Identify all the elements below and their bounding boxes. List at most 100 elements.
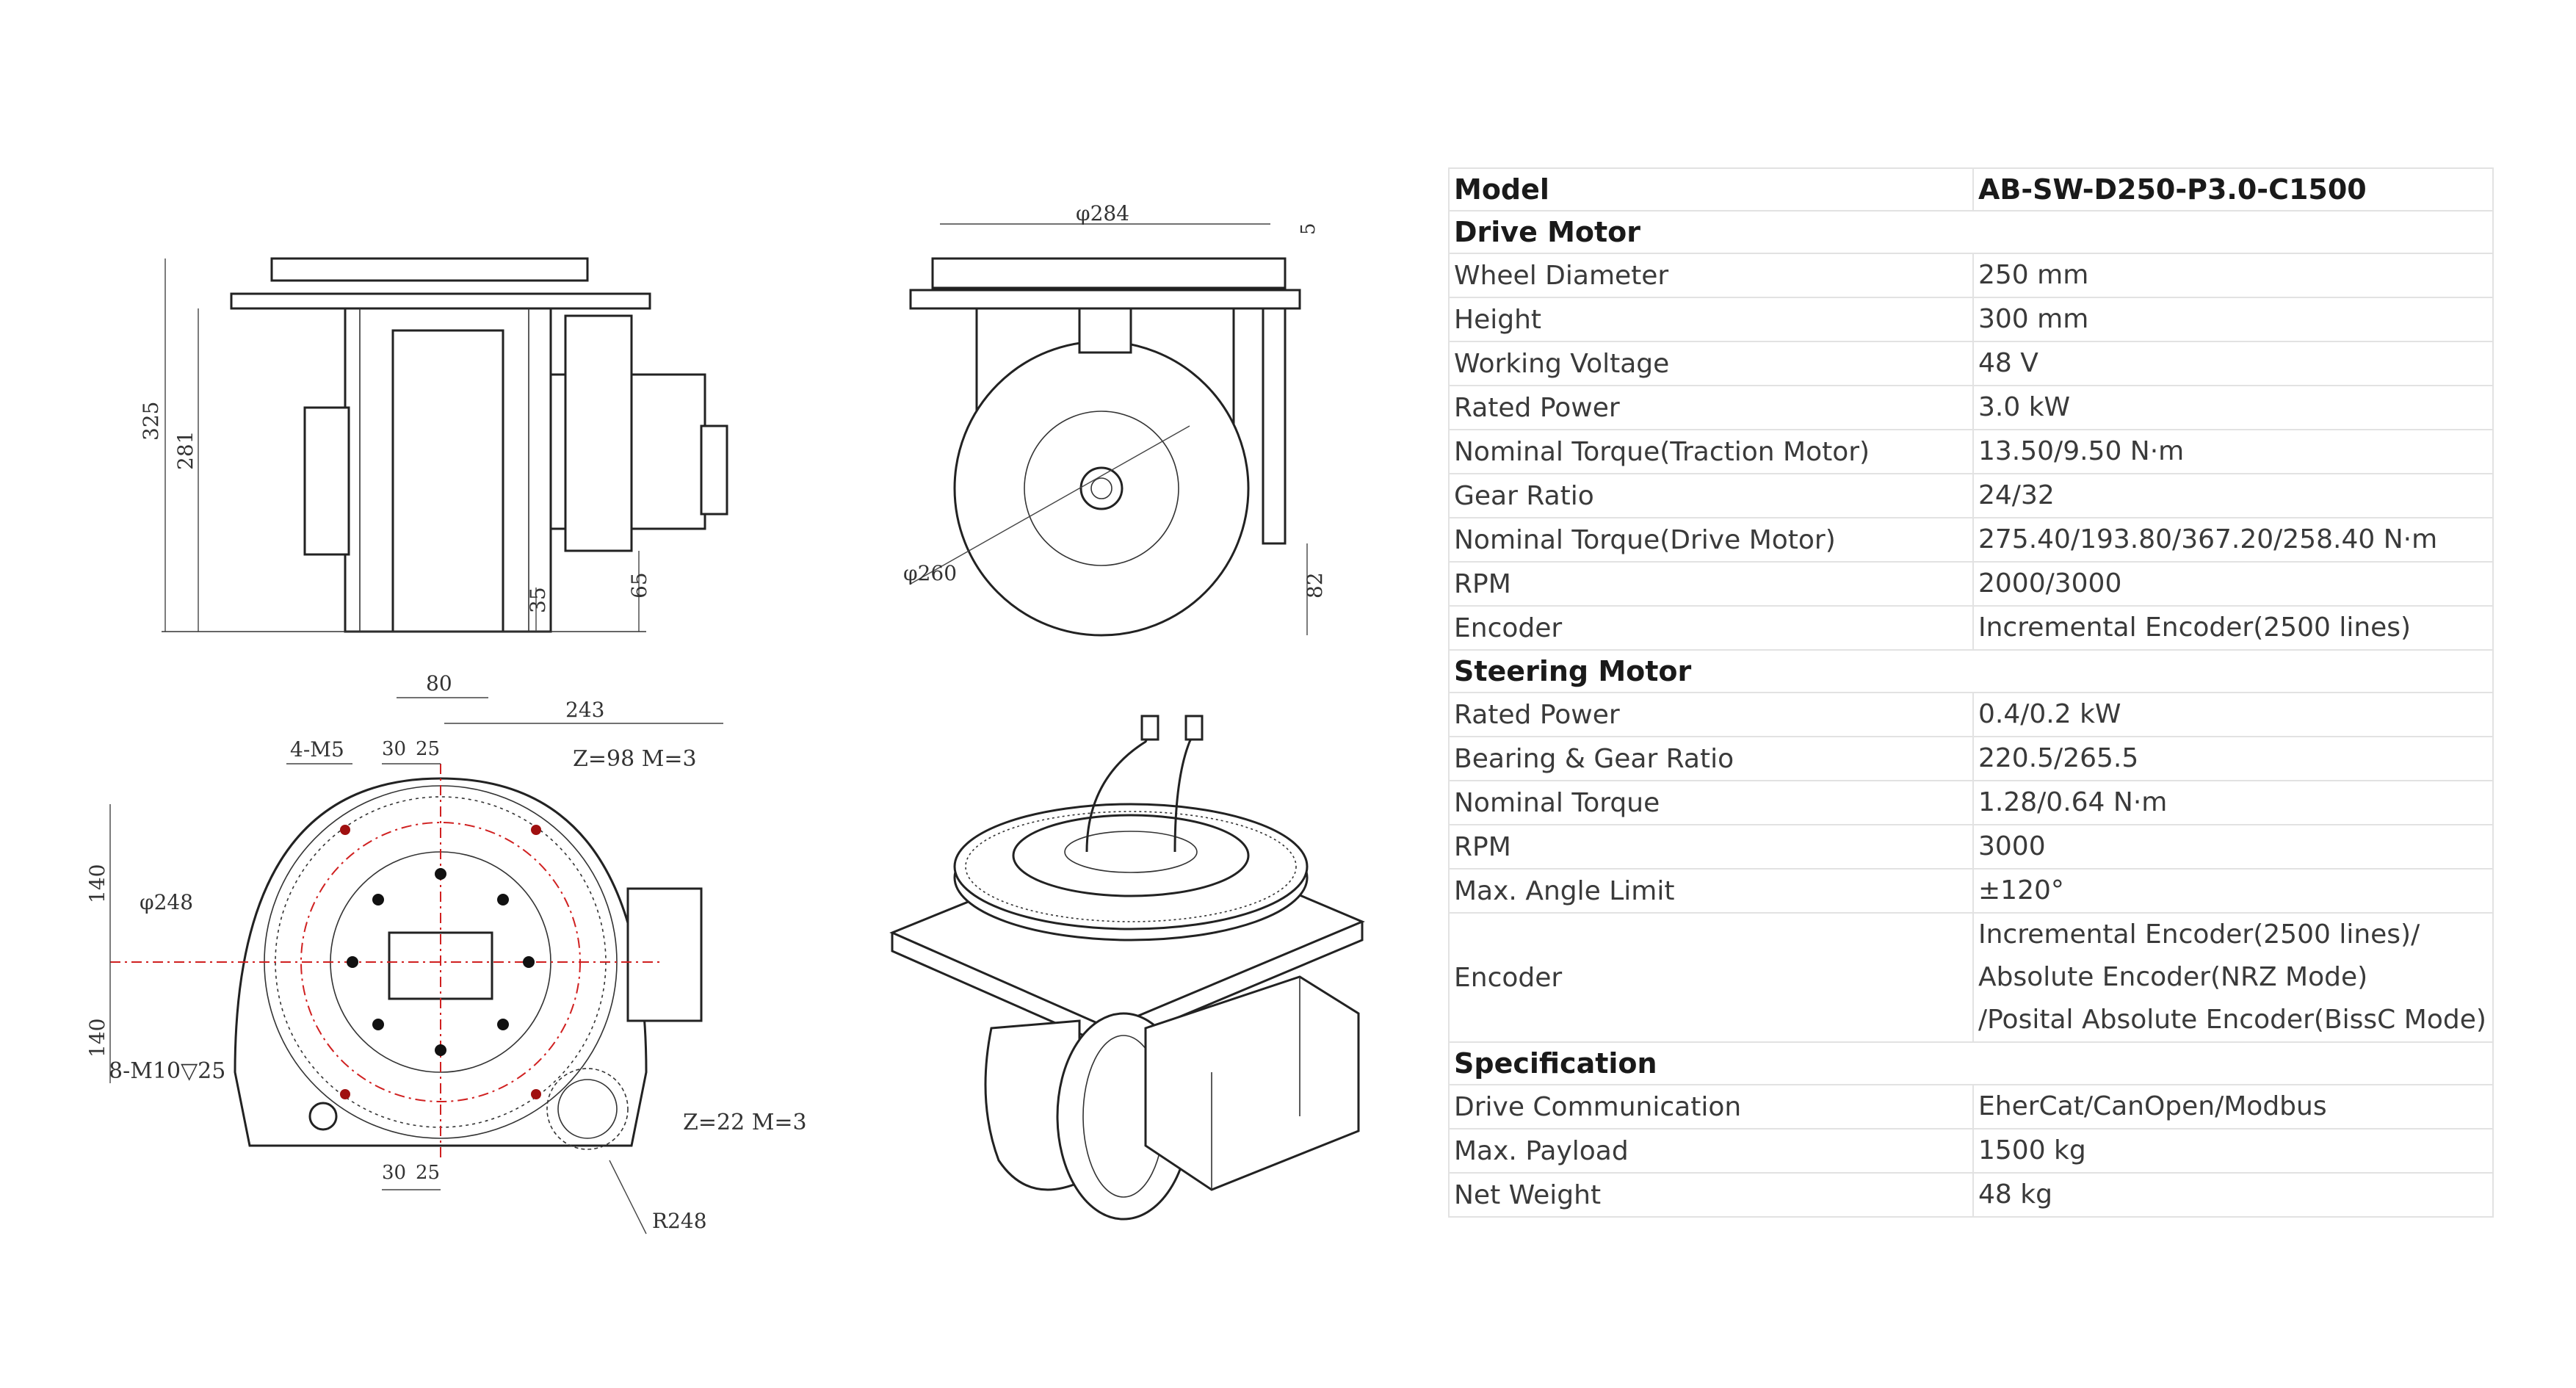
top-radius-label: R248 xyxy=(652,1209,707,1233)
spec-value: 275.40/193.80/367.20/258.40 N·m xyxy=(1972,517,2494,563)
spec-value: 300 mm xyxy=(1972,297,2494,342)
spec-value: 1.28/0.64 N·m xyxy=(1972,780,2494,825)
model-label: Model xyxy=(1448,167,1974,212)
spec-value: 24/32 xyxy=(1972,473,2494,518)
model-value: AB-SW-D250-P3.0-C1500 xyxy=(1972,167,2494,212)
side-dim-35-label: 35 xyxy=(526,587,550,613)
top-diameter-label: φ248 xyxy=(140,890,193,914)
spec-value-line: 1500 kg xyxy=(1978,1135,2086,1165)
section-title: Drive Motor xyxy=(1448,210,2494,254)
spec-value-line: Incremental Encoder(2500 lines) xyxy=(1978,612,2412,643)
spec-label: Nominal Torque(Traction Motor) xyxy=(1448,429,1974,474)
spec-label: Working Voltage xyxy=(1448,341,1974,386)
spec-value: 0.4/0.2 kW xyxy=(1972,692,2494,737)
top-dim-140-b-label: 140 xyxy=(85,1019,109,1058)
spec-row: Nominal Torque(Drive Motor)275.40/193.80… xyxy=(1448,517,2494,563)
spec-value: 250 mm xyxy=(1972,253,2494,298)
section-title: Specification xyxy=(1448,1041,2494,1085)
side-view-drawing: 325 281 35 65 80 243 xyxy=(139,257,728,724)
section-header-drive-motor: Drive Motor xyxy=(1448,210,2494,254)
spec-label: Encoder xyxy=(1448,605,1974,651)
spec-value-line: 1.28/0.64 N·m xyxy=(1978,787,2168,817)
section-title: Steering Motor xyxy=(1448,649,2494,693)
top-holes-m10-label: 8-M10▽25 xyxy=(109,1058,225,1084)
spec-label: Max. Angle Limit xyxy=(1448,868,1974,914)
spec-value-line: 275.40/193.80/367.20/258.40 N·m xyxy=(1978,524,2438,554)
spec-value-line: 3000 xyxy=(1978,831,2046,861)
spec-label: Encoder xyxy=(1448,912,1974,1043)
spec-value-line: 24/32 xyxy=(1978,480,2055,510)
top-dim-30-b-label: 30 xyxy=(382,1162,406,1184)
front-dim-5-label: 5 xyxy=(1298,223,1320,235)
spec-label: Wheel Diameter xyxy=(1448,253,1974,298)
spec-value-line: /Posital Absolute Encoder(BissC Mode) xyxy=(1978,1005,2486,1035)
spec-value: EherCat/CanOpen/Modbus xyxy=(1972,1084,2494,1129)
spec-value-line: Incremental Encoder(2500 lines)/ xyxy=(1978,919,2420,950)
technical-drawings: 325 281 35 65 80 243 φ284 5 φ260 82 xyxy=(85,201,1365,1235)
spec-label: Gear Ratio xyxy=(1448,473,1974,518)
front-dim-82-label: 82 xyxy=(1303,572,1327,599)
front-diameter-top-label: φ284 xyxy=(1076,201,1129,225)
spec-value-line: ±120° xyxy=(1978,875,2064,906)
spec-label: RPM xyxy=(1448,824,1974,870)
spec-value: ±120° xyxy=(1972,868,2494,914)
spec-value-line: Absolute Encoder(NRZ Mode) xyxy=(1978,962,2368,992)
spec-value: 220.5/265.5 xyxy=(1972,736,2494,781)
spec-value-line: 3.0 kW xyxy=(1978,392,2071,422)
top-gear-small-label: Z=22 M=3 xyxy=(683,1110,807,1135)
top-view-drawing: 4-M5 30 25 Z=98 M=3 140 140 φ248 8-M10▽2… xyxy=(85,737,807,1235)
spec-value: Incremental Encoder(2500 lines) xyxy=(1972,605,2494,651)
spec-value-line: 48 V xyxy=(1978,348,2038,378)
spec-value-line: 0.4/0.2 kW xyxy=(1978,699,2121,729)
top-holes-label: 4-M5 xyxy=(290,737,344,762)
spec-value: 48 kg xyxy=(1972,1172,2494,1218)
side-width-243-label: 243 xyxy=(565,698,604,722)
spec-value-line: 250 mm xyxy=(1978,260,2089,290)
spec-label: Bearing & Gear Ratio xyxy=(1448,736,1974,781)
spec-label: Net Weight xyxy=(1448,1172,1974,1218)
model-row: Model AB-SW-D250-P3.0-C1500 xyxy=(1448,167,2494,212)
front-view-drawing: φ284 5 φ260 82 xyxy=(903,201,1327,637)
spec-label: Max. Payload xyxy=(1448,1128,1974,1174)
spec-value: 48 V xyxy=(1972,341,2494,386)
spec-value-line: 2000/3000 xyxy=(1978,568,2122,599)
spec-value: 3.0 kW xyxy=(1972,385,2494,430)
spec-value-line: 13.50/9.50 N·m xyxy=(1978,436,2185,466)
front-diameter-wheel-label: φ260 xyxy=(903,561,957,585)
spec-label: Nominal Torque xyxy=(1448,780,1974,825)
spec-value: 13.50/9.50 N·m xyxy=(1972,429,2494,474)
side-dim-65-label: 65 xyxy=(627,572,651,599)
top-dim-140-a-label: 140 xyxy=(85,864,109,903)
side-inner-height-label: 281 xyxy=(173,431,198,470)
spec-value-line: EherCat/CanOpen/Modbus xyxy=(1978,1091,2327,1121)
top-dim-25-b-label: 25 xyxy=(416,1162,440,1184)
spec-value-line: 300 mm xyxy=(1978,304,2089,334)
section-header-steering-motor: Steering Motor xyxy=(1448,649,2494,693)
top-dim-30-label: 30 xyxy=(382,738,406,760)
spec-value: Incremental Encoder(2500 lines)/ Absolute… xyxy=(1972,912,2494,1043)
spec-value: 2000/3000 xyxy=(1972,561,2494,607)
side-width-80-label: 80 xyxy=(426,671,452,695)
spec-value-line: 220.5/265.5 xyxy=(1978,743,2139,773)
spec-label: Rated Power xyxy=(1448,692,1974,737)
spec-value-line: 48 kg xyxy=(1978,1179,2052,1210)
spec-value: 1500 kg xyxy=(1972,1128,2494,1174)
spec-label: Drive Communication xyxy=(1448,1084,1974,1129)
spec-label: Rated Power xyxy=(1448,385,1974,430)
top-gear-big-label: Z=98 M=3 xyxy=(573,746,697,772)
